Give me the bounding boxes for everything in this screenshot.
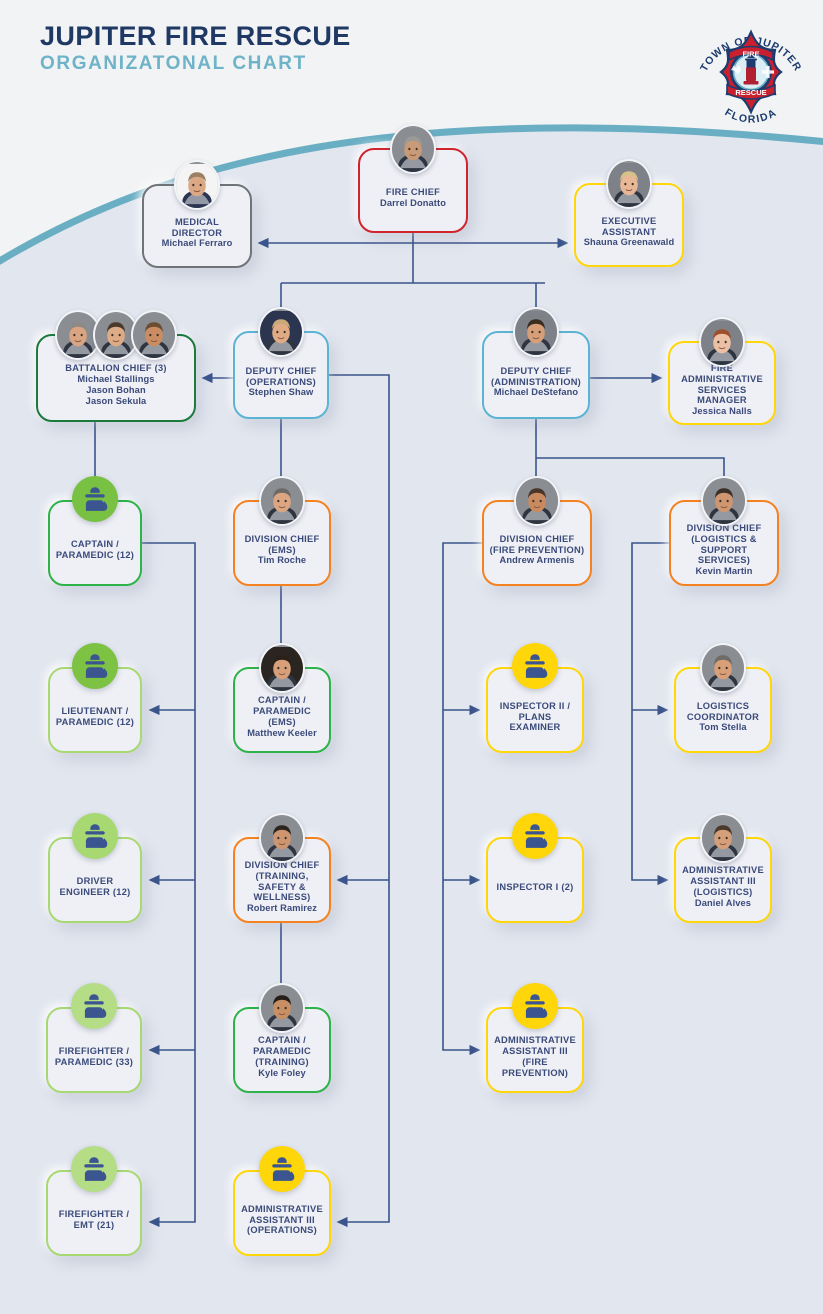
page-header: JUPITER FIRE RESCUE ORGANIZATONAL CHART (40, 22, 351, 75)
org-node-inspector-ii-plans-examiner[interactable]: INSPECTOR II / PLANS EXAMINER (486, 667, 584, 753)
org-node-person: Stephen Shaw (248, 387, 314, 398)
org-node-role: INSPECTOR II / PLANS EXAMINER (499, 700, 571, 733)
org-node-role: DEPUTY CHIEF (ADMINISTRATION) (490, 365, 582, 387)
org-node-person: Jessica Nalls (692, 406, 752, 417)
org-node-role: FIRE CHIEF (385, 186, 441, 197)
org-node-role: ADMINISTRATIVE ASSISTANT III (LOGISTICS) (682, 865, 764, 897)
org-node-deputy-chief-operations[interactable]: DEPUTY CHIEF (OPERATIONS)Stephen Shaw (233, 331, 329, 419)
org-node-administrative-assistant-iii-logistics[interactable]: ADMINISTRATIVE ASSISTANT III (LOGISTICS)… (674, 837, 772, 923)
org-node-inspector-i[interactable]: INSPECTOR I (2) (486, 837, 584, 923)
org-node-text: ADMINISTRATIVE ASSISTANT III (OPERATIONS… (235, 1190, 329, 1237)
org-node-division-chief-logistics[interactable]: DIVISION CHIEF (LOGISTICS & SUPPORT SERV… (669, 500, 779, 586)
org-node-firefighter-emt[interactable]: FIREFIGHTER / EMT (21) (46, 1170, 142, 1256)
org-node-text: DEPUTY CHIEF (ADMINISTRATION)Michael DeS… (484, 352, 588, 399)
org-node-captain-paramedic-training[interactable]: CAPTAIN / PARAMEDIC (TRAINING)Kyle Foley (233, 1007, 331, 1093)
org-node-captain-paramedic[interactable]: CAPTAIN / PARAMEDIC (12) (48, 500, 142, 586)
org-node-role: LIEUTENANT / PARAMEDIC (12) (55, 706, 135, 727)
org-node-text: ADMINISTRATIVE ASSISTANT III (LOGISTICS)… (676, 851, 770, 909)
jupiter-fire-rescue-badge-logo: TOWN OF JUPITER FLORIDA FIRE RESCUE (698, 29, 803, 126)
org-node-text: CAPTAIN / PARAMEDIC (TRAINING)Kyle Foley (235, 1021, 329, 1079)
org-node-role: ADMINISTRATIVE ASSISTANT III (FIRE PREVE… (494, 1035, 576, 1078)
org-node-role: FIRE ADMINISTRATIVE SERVICES MANAGER (681, 362, 763, 406)
org-node-role: FIREFIGHTER / EMT (21) (58, 1209, 130, 1230)
org-node-role: CAPTAIN / PARAMEDIC (TRAINING) (253, 1035, 311, 1067)
page-title: JUPITER FIRE RESCUE (40, 21, 351, 51)
org-node-role: FIREFIGHTER / PARAMEDIC (33) (54, 1046, 134, 1067)
org-node-text: CAPTAIN / PARAMEDIC (12) (50, 525, 140, 561)
org-node-deputy-chief-administration[interactable]: DEPUTY CHIEF (ADMINISTRATION)Michael DeS… (482, 331, 590, 419)
org-node-role: CAPTAIN / PARAMEDIC (12) (55, 539, 135, 560)
org-node-role: DIVISION CHIEF (FIRE PREVENTION) (489, 533, 585, 555)
org-node-text: CAPTAIN / PARAMEDIC (EMS)Matthew Keeler (235, 681, 329, 739)
badge-fire-text: FIRE (742, 50, 759, 59)
org-node-role: INSPECTOR I (2) (496, 881, 574, 892)
org-node-role: DIVISION CHIEF (TRAINING, SAFETY & WELLN… (244, 859, 320, 903)
org-node-text: FIREFIGHTER / EMT (21) (48, 1195, 140, 1231)
org-node-person: Shauna Greenawald (583, 237, 675, 248)
org-node-person: Michael Stallings (77, 374, 155, 385)
org-node-text: INSPECTOR II / PLANS EXAMINER (488, 687, 582, 734)
org-node-text: DIVISION CHIEF (TRAINING, SAFETY & WELLN… (235, 846, 329, 914)
org-node-division-chief-ems[interactable]: DIVISION CHIEF (EMS)Tim Roche (233, 500, 331, 586)
badge-rescue-text: RESCUE (735, 88, 766, 97)
org-node-text: LIEUTENANT / PARAMEDIC (12) (50, 692, 140, 728)
org-node-person: Kyle Foley (258, 1067, 306, 1078)
org-node-person: Tim Roche (257, 555, 307, 566)
org-node-text: DIVISION CHIEF (EMS)Tim Roche (235, 520, 329, 567)
org-node-division-chief-fire-prevention[interactable]: DIVISION CHIEF (FIRE PREVENTION)Andrew A… (482, 500, 592, 586)
org-node-firefighter-paramedic[interactable]: FIREFIGHTER / PARAMEDIC (33) (46, 1007, 142, 1093)
org-node-role: ADMINISTRATIVE ASSISTANT III (OPERATIONS… (241, 1203, 323, 1236)
org-node-person: Darrel Donatto (380, 197, 446, 208)
org-node-text: INSPECTOR I (2) (488, 868, 582, 893)
org-node-role: DRIVER ENGINEER (12) (59, 876, 131, 897)
org-node-text: FIREFIGHTER / PARAMEDIC (33) (48, 1032, 140, 1068)
org-node-role: LOGISTICS COORDINATOR (686, 700, 760, 722)
org-node-role: BATTALION CHIEF (3) (65, 363, 167, 374)
org-node-text: DIVISION CHIEF (FIRE PREVENTION)Andrew A… (484, 520, 590, 567)
org-node-lieutenant-paramedic[interactable]: LIEUTENANT / PARAMEDIC (12) (48, 667, 142, 753)
org-node-administrative-assistant-iii-operations[interactable]: ADMINISTRATIVE ASSISTANT III (OPERATIONS… (233, 1170, 331, 1256)
org-node-person: Daniel Alves (694, 897, 752, 908)
org-node-role: MEDICAL DIRECTOR (171, 216, 223, 238)
org-node-role: DIVISION CHIEF (EMS) (244, 533, 320, 555)
org-node-person: Michael Ferraro (161, 238, 233, 249)
org-node-person: Michael DeStefano (493, 387, 579, 398)
org-node-person: Kevin Martin (695, 566, 753, 577)
org-node-person: Tom Stella (699, 722, 747, 733)
org-node-text: DEPUTY CHIEF (OPERATIONS)Stephen Shaw (235, 352, 327, 399)
org-node-driver-engineer[interactable]: DRIVER ENGINEER (12) (48, 837, 142, 923)
page-subtitle: ORGANIZATONAL CHART (40, 53, 307, 75)
org-node-role: CAPTAIN / PARAMEDIC (EMS) (253, 695, 311, 727)
org-node-text: ADMINISTRATIVE ASSISTANT III (FIRE PREVE… (488, 1021, 582, 1079)
org-node-administrative-assistant-iii-fire-prevention[interactable]: ADMINISTRATIVE ASSISTANT III (FIRE PREVE… (486, 1007, 584, 1093)
org-node-person: Matthew Keeler (247, 727, 317, 738)
org-node-role: DIVISION CHIEF (LOGISTICS & SUPPORT SERV… (686, 522, 762, 566)
org-node-captain-paramedic-ems[interactable]: CAPTAIN / PARAMEDIC (EMS)Matthew Keeler (233, 667, 331, 753)
org-node-person: Andrew Armenis (499, 555, 575, 566)
org-node-division-chief-training[interactable]: DIVISION CHIEF (TRAINING, SAFETY & WELLN… (233, 837, 331, 923)
org-node-role: DEPUTY CHIEF (OPERATIONS) (245, 365, 317, 387)
org-node-person: Robert Ramirez (246, 903, 318, 914)
org-node-person: Jason Bohan (86, 385, 146, 395)
org-node-text: DIVISION CHIEF (LOGISTICS & SUPPORT SERV… (671, 509, 777, 577)
org-node-text: DRIVER ENGINEER (12) (50, 862, 140, 898)
org-node-role: EXECUTIVE ASSISTANT (601, 215, 657, 237)
org-node-person: Jason Sekula (85, 395, 147, 406)
